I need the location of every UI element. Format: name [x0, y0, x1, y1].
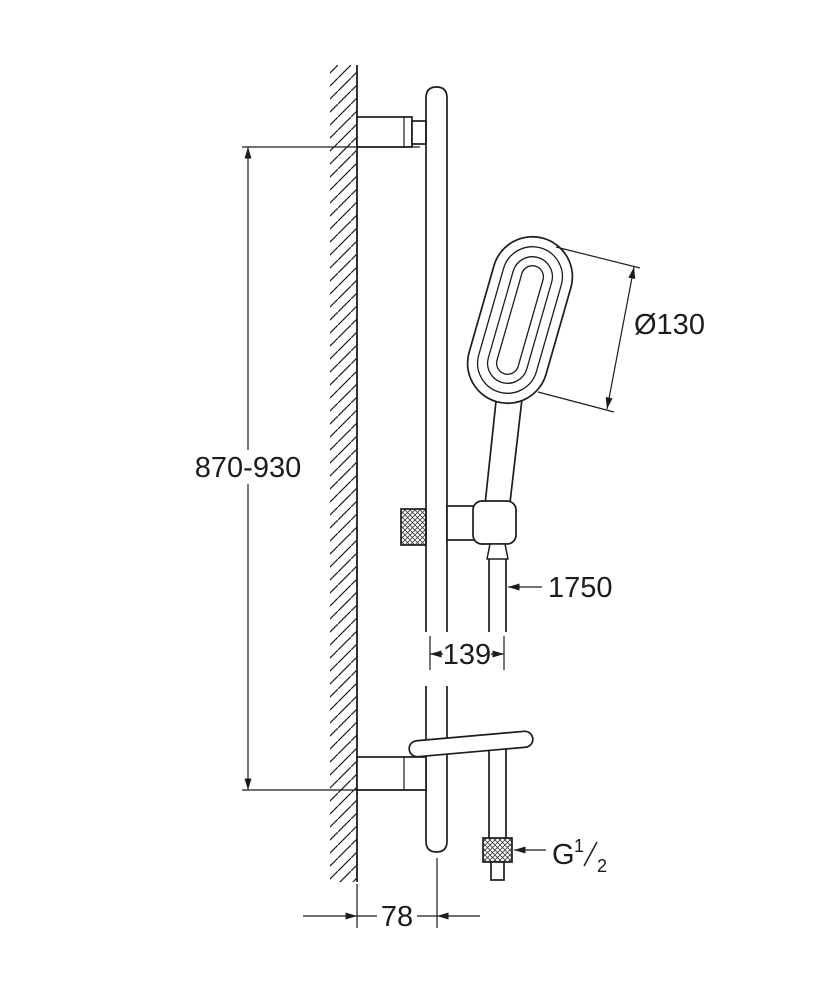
release-lever [408, 730, 534, 758]
hose-cone [486, 543, 509, 560]
label-backing [175, 450, 321, 484]
fraction-slash [583, 841, 598, 867]
hose-nipple [490, 861, 505, 881]
slider-holder [400, 500, 517, 546]
dim-wall-to-rail: 78 [303, 858, 480, 933]
hand-shower-head-outline [466, 235, 574, 405]
top-bracket [356, 116, 427, 148]
label-backing [443, 640, 491, 668]
dim-line-head-diameter [605, 266, 636, 410]
head-diameter-label: Ø130 [634, 309, 705, 341]
rail-to-hose-label: 139 [443, 639, 491, 671]
dim-rail-to-hose: 139 [429, 636, 505, 671]
dim-rail-height: 870-930 [175, 146, 424, 791]
spray-face-contour-2 [486, 256, 554, 384]
bottom-bracket-plate [356, 756, 427, 791]
hand-shower-head [466, 235, 574, 405]
wall-hatch [330, 65, 357, 882]
top-bracket-neck [411, 120, 427, 145]
spray-face-contour-3 [495, 265, 545, 375]
wall [330, 65, 358, 882]
shower-rail-upper [425, 86, 448, 632]
dim-hose-length: 1750 [508, 572, 613, 604]
spray-face-contour-1 [476, 246, 564, 394]
release-lever-body [408, 730, 534, 758]
wall-to-rail-label: 78 [381, 901, 413, 933]
thread-numerator-label: 1 [574, 836, 584, 856]
bottom-bracket [356, 756, 427, 791]
dim-thread-size: G 1 2 [514, 836, 607, 876]
hose-nut [482, 837, 513, 881]
shower-hose-upper [486, 543, 509, 632]
slider-knob [400, 508, 427, 546]
thread-denominator-label: 2 [597, 856, 607, 876]
shower-rail-lower [425, 686, 448, 853]
thread-prefix-label: G [552, 839, 575, 871]
ext-line-head-top [555, 246, 641, 269]
holder-collar [472, 500, 517, 545]
holder-arm [446, 505, 478, 541]
shower-hose-lower [488, 736, 507, 838]
label-backing [377, 902, 417, 930]
dim-head-diameter: Ø130 [537, 246, 705, 413]
hose-nut-body [482, 837, 513, 863]
hose-length-label: 1750 [548, 572, 613, 604]
ext-line-head-bottom [537, 391, 615, 413]
rail-height-label: 870-930 [195, 452, 301, 484]
